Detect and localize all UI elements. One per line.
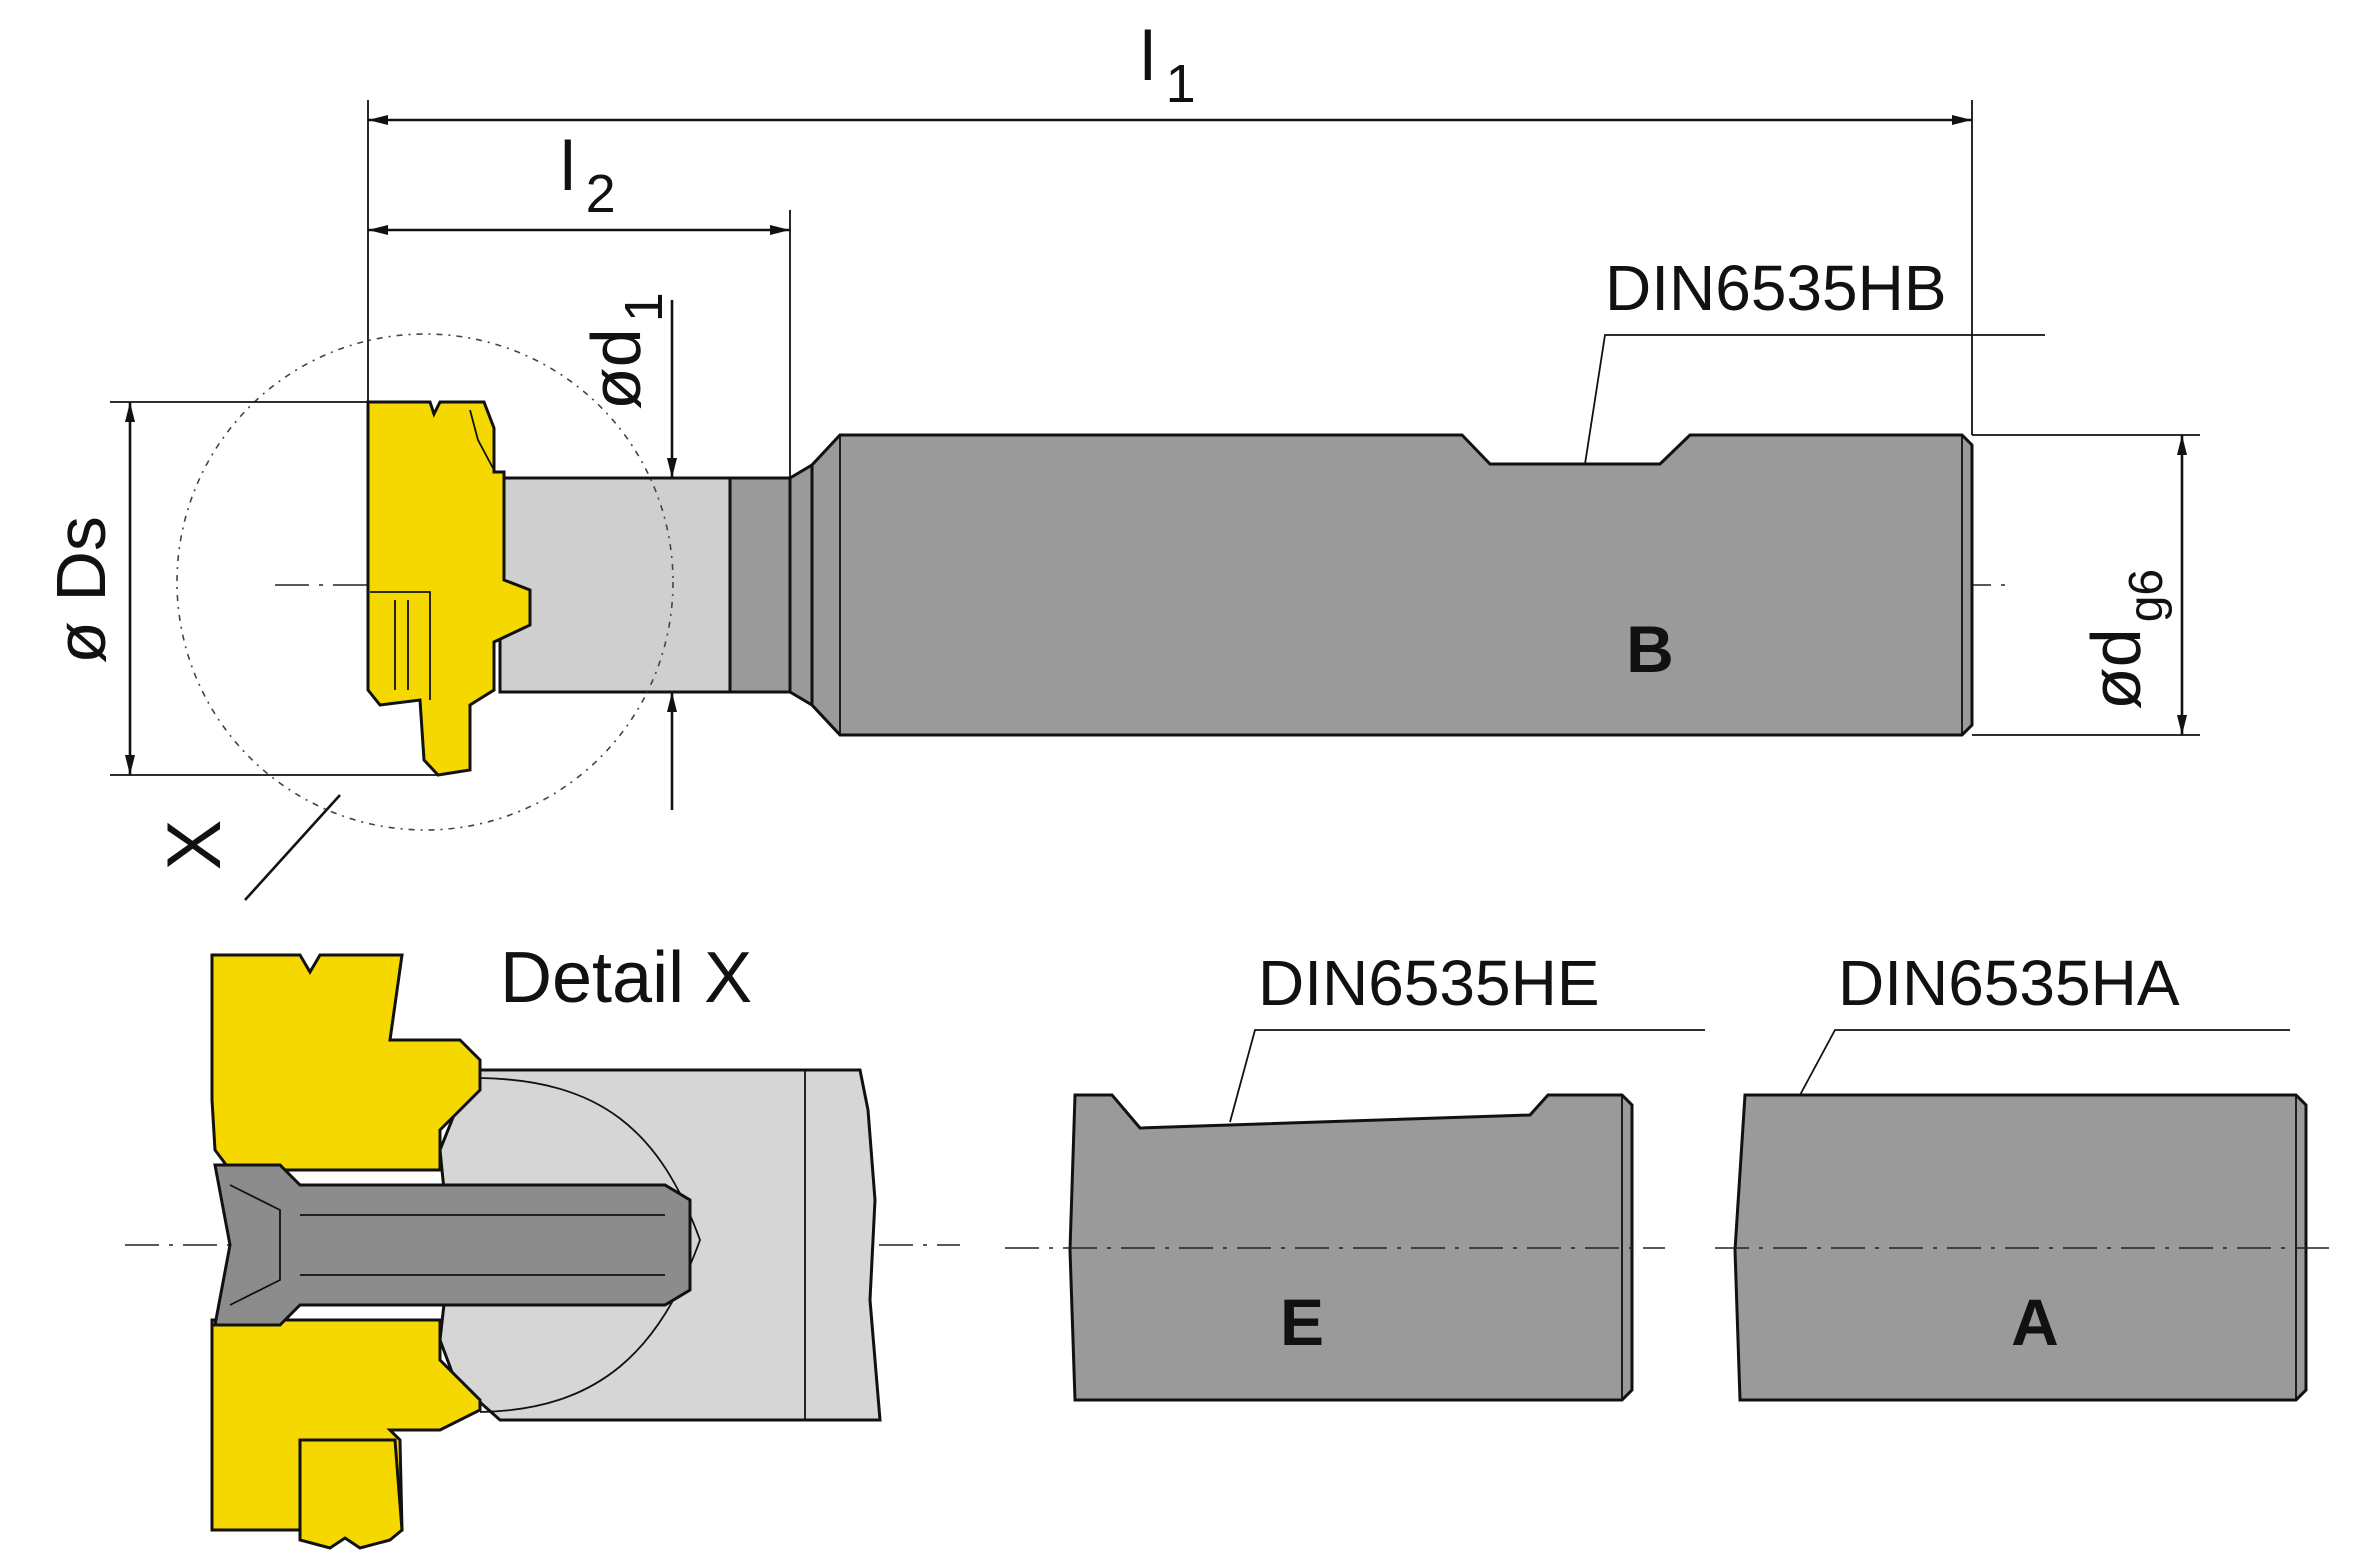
detail-insert-bottom — [210, 1318, 482, 1532]
dim-ds-label: ø Ds — [42, 516, 120, 664]
detail-leader — [244, 794, 341, 901]
he-label: DIN6535HE — [1258, 947, 1600, 1019]
shank-hb — [810, 433, 1974, 737]
ha-leader — [1799, 1029, 2290, 1096]
dim-dg6-label: ødg6 — [2077, 569, 2173, 710]
ha-letter: A — [2011, 1285, 2059, 1359]
insert-pocket — [469, 409, 495, 471]
detail-screw — [213, 1163, 692, 1327]
neck — [498, 476, 732, 694]
neck-collar — [728, 476, 792, 694]
detail-body-curve — [479, 1077, 701, 1413]
hb-leader — [1584, 334, 2045, 465]
he-letter: E — [1280, 1285, 1324, 1359]
detail-view: Detail X — [125, 938, 960, 1550]
insert — [366, 400, 532, 777]
he-leader — [1229, 1029, 1705, 1123]
shank-he — [1068, 1093, 1634, 1402]
detail-screw-head — [229, 1184, 281, 1306]
insert-clamp — [370, 591, 431, 700]
shank-a-view: DIN6535HA A — [1715, 947, 2330, 1402]
detail-marker: X — [152, 820, 237, 871]
dim-d1-label: ød1 — [577, 292, 674, 410]
detail-circle — [176, 333, 674, 831]
shank-e-view: DIN6535HE E — [1005, 947, 1705, 1402]
hb-label: DIN6535HB — [1605, 252, 1947, 324]
detail-insert-tail — [298, 1438, 404, 1550]
detail-insert-top — [210, 953, 482, 1172]
hb-letter: B — [1626, 612, 1674, 686]
ha-label: DIN6535HA — [1838, 947, 2180, 1019]
detail-title: Detail X — [500, 938, 752, 1018]
